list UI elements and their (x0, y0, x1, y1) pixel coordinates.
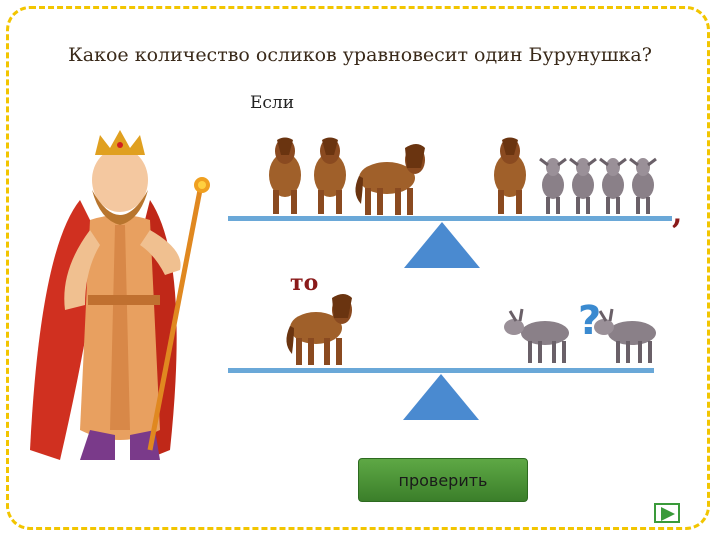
then-label: то (290, 270, 319, 296)
bottom-scale-fulcrum (403, 374, 479, 420)
donkey-icon (539, 157, 567, 214)
tsar-character-icon (30, 130, 210, 460)
next-button[interactable] (654, 503, 680, 523)
next-arrow-icon (661, 507, 675, 521)
question-mark: ? (578, 298, 602, 344)
donkey-icon (594, 308, 656, 363)
horse-icon (494, 137, 526, 214)
horse-icon (286, 294, 352, 365)
horse-icon (269, 137, 301, 214)
comma-mark: , (672, 196, 683, 231)
donkey-icon (504, 308, 569, 363)
dashed-frame (6, 6, 710, 530)
donkey-icon (599, 157, 627, 214)
horse-icon (314, 137, 346, 214)
donkey-icon (569, 157, 597, 214)
if-label: Если (250, 93, 295, 113)
top-scale-fulcrum (404, 222, 480, 268)
top-scale-beam (228, 216, 672, 221)
check-button[interactable]: проверить (358, 458, 528, 502)
bottom-scale-beam (228, 368, 654, 373)
horse-icon (355, 144, 425, 215)
donkey-icon (629, 157, 657, 214)
question-title: Какое количество осликов уравновесит оди… (68, 44, 652, 66)
